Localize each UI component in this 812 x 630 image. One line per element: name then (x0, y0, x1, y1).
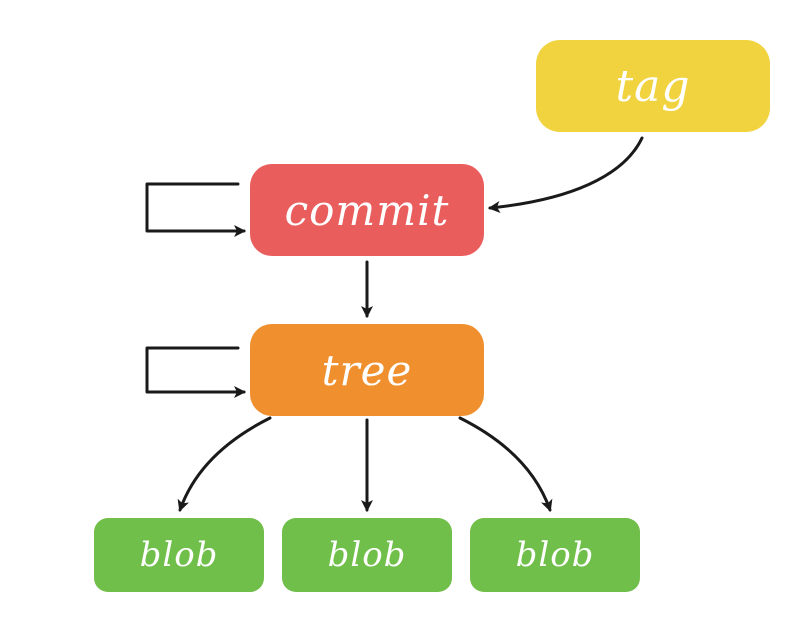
edge-tree-self-loop (145, 346, 246, 398)
tree-label: tree (321, 345, 413, 395)
blob-label: blob (327, 535, 407, 575)
blob-label: blob (139, 535, 219, 575)
tree-node: tree (250, 324, 484, 416)
blob-node-2: blob (282, 518, 452, 592)
edge-tag-to-commit (488, 136, 644, 213)
tag-node: tag (536, 40, 770, 132)
edge-commit-self-loop (145, 182, 246, 237)
blob-label: blob (515, 535, 595, 575)
blob-node-3: blob (470, 518, 640, 592)
tag-label: tag (615, 60, 691, 112)
commit-node: commit (250, 164, 484, 256)
blob-node-1: blob (94, 518, 264, 592)
edge-tree-to-blob-3 (458, 416, 553, 512)
edge-tree-to-blob-1 (177, 416, 272, 512)
commit-label: commit (284, 185, 450, 235)
